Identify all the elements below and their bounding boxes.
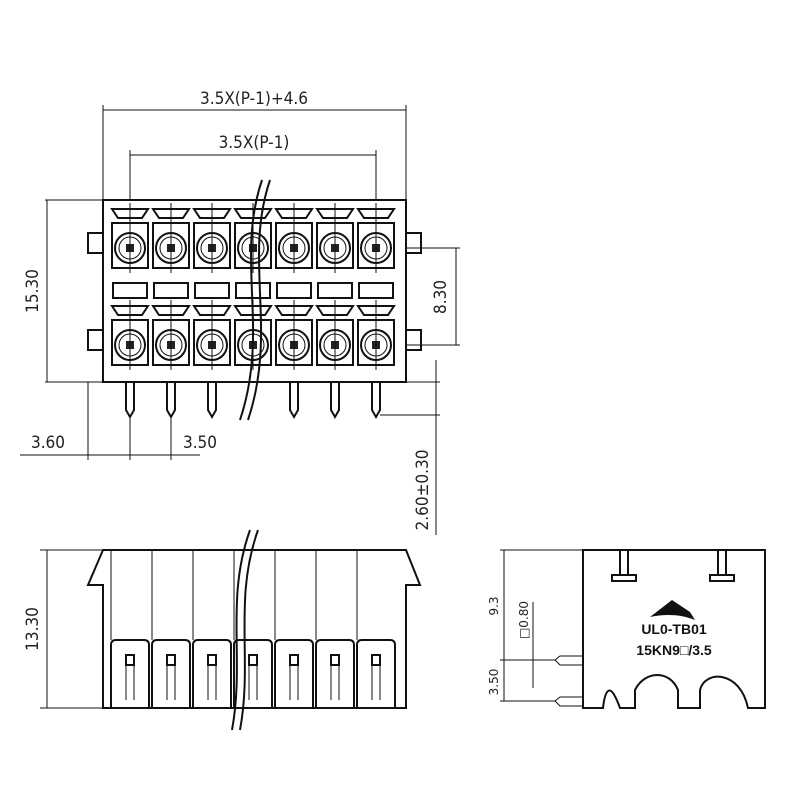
top-view: 3.5X(P-1)+4.6 3.5X(P-1) 15.30 8.30 3.60 … xyxy=(20,89,460,535)
side-body-outline xyxy=(582,549,766,709)
terminal-cell xyxy=(356,203,396,299)
side-height-dim: 9.3 xyxy=(487,596,501,615)
overall-width-dim: 3.5X(P-1)+4.6 xyxy=(200,89,308,109)
pitch-span-dim: 3.5X(P-1) xyxy=(219,133,290,153)
side-pin-upper xyxy=(554,655,583,666)
brand-logo xyxy=(650,600,695,620)
terminal-cell xyxy=(110,203,150,299)
left-latch-lower xyxy=(87,329,104,351)
terminal-cell xyxy=(315,300,355,370)
front-contact xyxy=(233,550,273,708)
front-contact xyxy=(356,550,396,708)
front-height-dim: 13.30 xyxy=(23,607,43,651)
front-contact xyxy=(110,550,150,708)
release-slot xyxy=(358,282,394,299)
break-line-2 xyxy=(247,179,271,421)
terminal-cell xyxy=(151,300,191,370)
release-slot xyxy=(153,282,189,299)
side-pin-spacing-dim: 3.50 xyxy=(487,669,501,696)
terminal-cell xyxy=(192,203,232,299)
front-break-line xyxy=(231,529,251,731)
solder-pin xyxy=(125,382,135,420)
front-break-line-2 xyxy=(239,529,259,731)
front-contact xyxy=(151,550,191,708)
marking-line1: UL0-TB01 xyxy=(641,621,707,637)
terminal-cell xyxy=(110,300,150,370)
marking-line2: 15KN9□/3.5 xyxy=(636,642,712,658)
right-latch-upper xyxy=(405,232,422,254)
release-slot xyxy=(194,282,230,299)
terminal-cell xyxy=(356,300,396,370)
terminal-cell xyxy=(192,300,232,370)
edge-offset-dim: 3.60 xyxy=(31,433,65,453)
front-contact xyxy=(192,550,232,708)
solder-pin xyxy=(330,382,340,420)
release-slot xyxy=(317,282,353,299)
left-latch-upper xyxy=(87,232,104,254)
release-slot xyxy=(276,282,312,299)
side-view: UL0-TB01 15KN9□/3.5 9.3 □0.80 3.50 xyxy=(487,549,766,709)
terminal-cell xyxy=(151,203,191,299)
solder-pin xyxy=(207,382,217,420)
front-contact xyxy=(315,550,355,708)
pitch-dim: 3.50 xyxy=(183,433,217,453)
right-latch-lower xyxy=(405,329,422,351)
release-slot xyxy=(112,282,148,299)
terminal-cell xyxy=(315,203,355,299)
side-pin-lower xyxy=(554,696,583,707)
pin-size-dim: □0.80 xyxy=(517,601,531,639)
front-body-outline xyxy=(86,549,422,709)
terminal-cell xyxy=(274,203,314,299)
solder-pin xyxy=(289,382,299,420)
top-body-outline xyxy=(102,199,407,383)
solder-pin xyxy=(371,382,381,420)
solder-pin xyxy=(166,382,176,420)
height-dim: 15.30 xyxy=(23,269,43,313)
row-spacing-dim: 8.30 xyxy=(431,280,451,314)
front-view: 13.30 xyxy=(23,529,422,731)
front-contact xyxy=(274,550,314,708)
terminal-cell xyxy=(274,300,314,370)
pin-length-dim: 2.60±0.30 xyxy=(413,450,433,531)
break-line xyxy=(239,179,263,421)
